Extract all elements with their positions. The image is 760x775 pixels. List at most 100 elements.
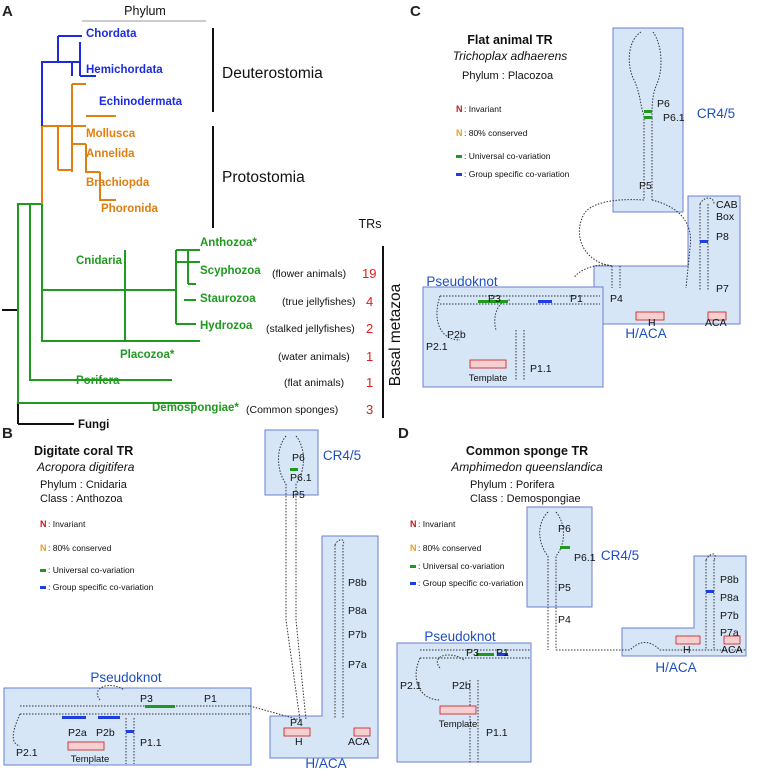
panel-d-species: Amphimedon queenslandica [450, 460, 603, 474]
legend-group-mark [456, 173, 462, 176]
panel-c-aca-motif [707, 311, 727, 321]
panel-d-template-label: Template [439, 719, 478, 730]
legend-group: : Group specific co-variation [48, 582, 154, 592]
panel-c-p8-pair [700, 240, 708, 243]
panel-b-helix-p5: P5 [292, 489, 305, 501]
panel-c-p3-pairs [478, 300, 508, 303]
panel-c-helix-h: H [648, 317, 656, 329]
legend-group: : Group specific co-variation [418, 578, 524, 588]
panel-c-template-seq [469, 359, 507, 369]
cnidaria-branches [42, 250, 200, 342]
legend-universal-mark [410, 565, 416, 568]
panel-d-h-box-motif [675, 635, 701, 645]
panel-c-p61-pair-2 [644, 116, 652, 119]
panel-d-helix-h: H [683, 644, 691, 656]
panel-d: D Common sponge TR Amphimedon queensland… [396, 425, 747, 764]
legend-invariant-symbol: N [410, 519, 417, 529]
panel-d-helix-aca: ACA [721, 644, 743, 656]
panel-d-p61-pairs [560, 546, 570, 549]
panel-d-helix-p2b: P2b [452, 680, 471, 692]
panel-c-helix-p11: P1.1 [530, 363, 552, 375]
taxon-scyphozoa: Scyphozoa [200, 265, 261, 277]
panel-c-helix-p2b: P2b [447, 329, 466, 341]
legend-invariant: : Invariant [464, 104, 502, 114]
taxon-placozoa: Placozoa* [120, 349, 175, 361]
count-scyphozoa: 4 [366, 294, 373, 309]
panel-b-phylum: Phylum : Cnidaria [40, 479, 128, 491]
panel-c-helix-box: Box [716, 211, 735, 223]
panel-c-cr45-box [612, 27, 684, 213]
desc-scyphozoa: (true jellyfishes) [282, 296, 356, 308]
count-demospongiae: 3 [366, 402, 373, 417]
panel-d-helix-p3: P3 [466, 647, 479, 659]
legend-conserved: : 80% conserved [48, 543, 112, 553]
group-protostomia: Protostomia [222, 169, 305, 186]
legend-conserved-symbol: N [40, 543, 47, 553]
panel-d-pseudoknot-label: Pseudoknot [424, 629, 496, 644]
panel-c-helix-p4: P4 [610, 293, 623, 305]
panel-b-helix-p8b: P8b [348, 577, 367, 589]
panel-d-phylum: Phylum : Porifera [470, 479, 555, 491]
panel-c: C Flat animal TR Trichoplax adhaerens Ph… [410, 3, 741, 388]
panel-d-helix-p21: P2.1 [400, 680, 422, 692]
panel-d-helix-p1: P1 [496, 647, 509, 659]
basal-branches [17, 203, 200, 404]
panel-b-helix-p2b: P2b [96, 727, 115, 739]
panel-d-covariation-marks [476, 546, 714, 656]
panel-d-p3-pairs [476, 653, 494, 656]
legend-invariant-symbol: N [40, 519, 47, 529]
panel-d-helix-p61: P6.1 [574, 552, 596, 564]
desc-placozoa: (flat animals) [284, 377, 344, 389]
panel-b-class: Class : Anthozoa [40, 493, 123, 505]
panel-c-helix-p21: P2.1 [426, 341, 448, 353]
panel-b-helix-p2a: P2a [68, 727, 87, 739]
legend-invariant: : Invariant [418, 519, 456, 529]
legend-invariant: : Invariant [48, 519, 86, 529]
panel-c-p1-pairs [538, 300, 552, 303]
taxon-chordata: Chordata [86, 28, 137, 40]
panel-b-pseudoknot-label: Pseudoknot [90, 670, 162, 685]
panel-b-p2a-pairs [62, 716, 86, 719]
desc-demospongiae: (Common sponges) [246, 404, 338, 416]
panel-c-helix-aca: ACA [705, 317, 727, 329]
taxon-brachiopda: Brachiopda [86, 177, 150, 189]
taxon-demospongiae: Demospongiae* [152, 402, 239, 414]
panel-d-p8-pair [706, 590, 714, 593]
panel-b-rna-backbone [12, 435, 345, 764]
count-anthozoa: 19 [362, 266, 376, 281]
legend-universal-mark [456, 155, 462, 158]
panel-d-helix-p8a: P8a [720, 592, 739, 604]
legend-group-mark [40, 586, 46, 589]
taxon-anthozoa: Anthozoa* [200, 237, 257, 249]
panel-b-helix-h: H [295, 736, 303, 748]
legend-universal: : Universal co-variation [464, 151, 551, 161]
taxon-mollusca: Mollusca [86, 128, 136, 140]
panel-c-rna-backbone [436, 31, 715, 380]
panel-b-covariation-marks [62, 468, 298, 733]
panel-b-template-label: Template [71, 754, 110, 765]
taxon-cnidaria: Cnidaria [76, 255, 123, 267]
panel-c-letter: C [410, 3, 421, 20]
panel-c-helix-p1: P1 [570, 293, 583, 305]
desc-staurozoa: (stalked jellyfishes) [266, 323, 355, 335]
panel-c-title: Flat animal TR [467, 33, 552, 47]
panel-b-p3-pairs [145, 705, 175, 708]
panel-d-helix-p6: P6 [558, 523, 571, 535]
taxon-annelida: Annelida [86, 148, 135, 160]
panel-b-helix-p7b: P7b [348, 629, 367, 641]
panel-c-helix-cab: CAB [716, 199, 738, 211]
panel-d-title: Common sponge TR [466, 444, 588, 458]
panel-b-helix-p1: P1 [204, 693, 217, 705]
taxon-hemichordata: Hemichordata [86, 64, 163, 76]
desc-anthozoa: (flower animals) [272, 268, 346, 280]
panel-b-letter: B [2, 425, 13, 442]
panel-c-helix-p3: P3 [488, 293, 501, 305]
panel-c-template-label: Template [469, 373, 508, 384]
panel-b-pseudoknot-box [3, 687, 252, 766]
panel-b-p11-pair [126, 730, 134, 733]
panel-d-helix-p8b: P8b [720, 574, 739, 586]
panel-d-helix-p7b: P7b [720, 610, 739, 622]
panel-c-helix-p6: P6 [657, 98, 670, 110]
desc-hydrozoa: (water animals) [278, 351, 350, 363]
panel-d-haca-label: H/ACA [655, 660, 696, 675]
